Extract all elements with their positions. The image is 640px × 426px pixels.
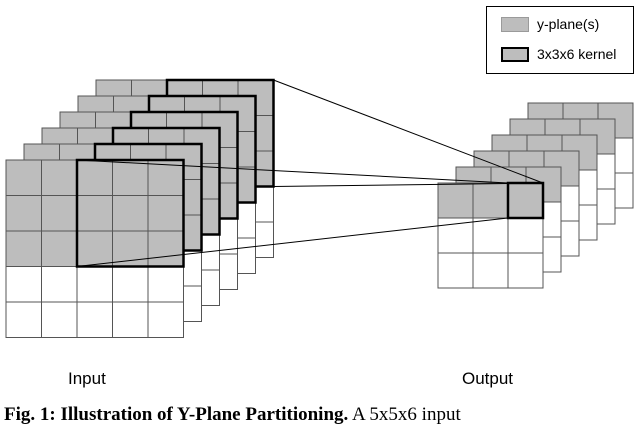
legend-item-yplane: y-plane(s) (501, 15, 599, 33)
grid-cell (147, 266, 184, 303)
grid-cell (147, 195, 184, 232)
gray-square-bold-border-icon (501, 46, 529, 62)
legend-label-kernel: 3x3x6 kernel (537, 46, 617, 62)
grid-cell (41, 159, 78, 196)
output-volume (437, 102, 634, 289)
grid-cell (5, 195, 42, 232)
grid-cell (5, 230, 42, 267)
legend: y-plane(s) 3x3x6 kernel (486, 6, 634, 74)
grid-cell (112, 230, 149, 267)
output-layer-1 (437, 181, 545, 289)
grid-cell (472, 252, 509, 289)
grid-cell (147, 301, 184, 338)
output-label: Output (462, 369, 514, 388)
grid-cell (5, 301, 42, 338)
caption-title: Fig. 1: Illustration of Y-Plane Partitio… (4, 404, 349, 425)
grid-cell (76, 301, 113, 338)
grid-cell (112, 266, 149, 303)
kernel-projection-lines (76, 79, 544, 267)
projection-line (273, 182, 544, 187)
grid-cell (507, 252, 544, 289)
legend-label-yplane: y-plane(s) (537, 16, 600, 32)
figure-caption: Fig. 1: Illustration of Y-Plane Partitio… (4, 404, 640, 426)
input-label: Input (68, 369, 106, 388)
gray-square-icon (501, 16, 529, 32)
grid-cell (437, 252, 474, 289)
kernel-outline (75, 158, 185, 268)
projection-line (76, 159, 509, 184)
caption-text: A 5x5x6 input (348, 404, 461, 425)
input-volume (5, 78, 275, 338)
grid-cell (76, 159, 113, 196)
grid-cell (41, 230, 78, 267)
grid-cell (76, 195, 113, 232)
grid-cell (472, 182, 509, 219)
legend-item-kernel: 3x3x6 kernel (501, 45, 616, 63)
grid-cell (112, 159, 149, 196)
grid-cell (147, 230, 184, 267)
grid-cell (41, 301, 78, 338)
grid-cell (112, 195, 149, 232)
input-layer-1 (5, 158, 185, 338)
grid-cell (41, 266, 78, 303)
grid-cell (507, 182, 544, 219)
grid-cell (437, 182, 474, 219)
grid-cell (76, 230, 113, 267)
grid-cell (507, 217, 544, 254)
grid-cell (472, 217, 509, 254)
grid-cell (112, 301, 149, 338)
grid-cell (41, 195, 78, 232)
grid-cell (5, 159, 42, 196)
grid-cell (76, 266, 113, 303)
grid-cell (437, 217, 474, 254)
grid-cell (5, 266, 42, 303)
projection-line (273, 79, 544, 184)
projection-line (76, 217, 509, 267)
